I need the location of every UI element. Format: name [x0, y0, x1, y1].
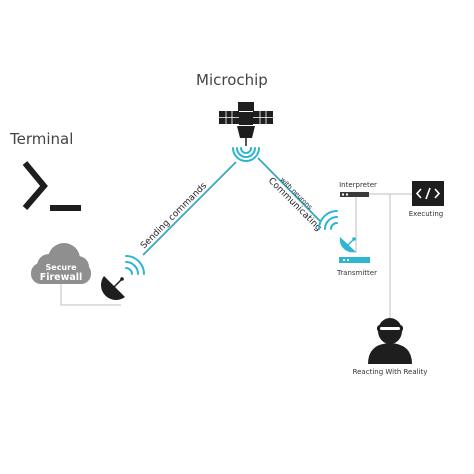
firewall-label-line2: Firewall: [40, 272, 83, 283]
secure-firewall-cloud-icon: [31, 243, 91, 284]
executing-label: Executing: [409, 210, 444, 218]
firewall-label-line1: Secure: [46, 263, 78, 272]
microchip-satellite-icon: [219, 102, 273, 146]
interpreter-device-icon: [340, 192, 369, 197]
satellite-dish-left-icon: [101, 276, 125, 301]
terminal-label: Terminal: [9, 130, 73, 148]
sending-commands-label: Sending commands: [139, 181, 209, 251]
reacting-with-reality-label: Reacting With Reality: [353, 368, 428, 376]
terminal-prompt-icon: [22, 161, 81, 211]
transmitter-label: Transmitter: [336, 269, 377, 277]
transmitter-device-icon: [339, 257, 370, 263]
signal-waves-right-icon: [318, 210, 338, 230]
communicating-label: Communicating: [266, 176, 323, 233]
interpreter-label: Interpreter: [339, 181, 377, 189]
microchip-label: Microchip: [196, 71, 268, 89]
person-vr-headset-icon: [368, 318, 412, 364]
signal-waves-left-icon: [125, 255, 145, 275]
link-communicating: [257, 157, 322, 223]
link-sending-commands: [142, 161, 237, 256]
satellite-dish-right-icon: [339, 237, 356, 253]
code-executing-icon: [412, 181, 444, 206]
signal-waves-microchip-icon: [232, 147, 260, 162]
